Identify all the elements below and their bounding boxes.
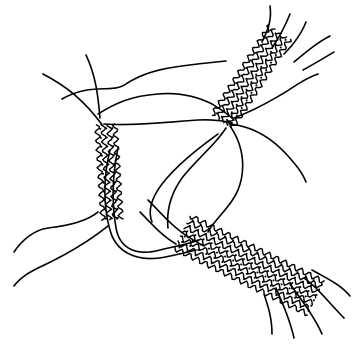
lattice-dot bbox=[264, 275, 266, 277]
chain-strand bbox=[312, 270, 350, 296]
lattice-dot bbox=[313, 299, 315, 301]
chain-strand bbox=[104, 120, 232, 125]
crystalline-bundle-left bbox=[95, 123, 123, 220]
lattice-dot bbox=[310, 305, 312, 307]
lattice-dot bbox=[270, 285, 272, 287]
crystalline-bundle-upper-right bbox=[212, 25, 291, 128]
lattice-dot bbox=[305, 295, 307, 297]
chain-strand bbox=[229, 124, 306, 182]
lattice-dot bbox=[241, 107, 243, 109]
lattice-dot bbox=[235, 274, 237, 276]
lattice-dot bbox=[231, 122, 233, 124]
lattice-dot bbox=[197, 249, 199, 251]
lattice-dot bbox=[260, 77, 262, 79]
lattice-dot bbox=[208, 248, 210, 250]
chain-strand bbox=[208, 126, 243, 232]
lattice-dot bbox=[186, 250, 188, 252]
folded-chain bbox=[180, 236, 312, 305]
chain-strand bbox=[62, 61, 226, 99]
lattice-dot bbox=[227, 270, 229, 272]
lattice-dot bbox=[213, 257, 215, 259]
lattice-dot bbox=[256, 271, 258, 273]
lattice-dot bbox=[238, 269, 240, 271]
lattice-dot bbox=[251, 282, 253, 284]
lattice-dot bbox=[291, 302, 293, 304]
chain-strand bbox=[14, 226, 108, 286]
chain-strand bbox=[43, 74, 103, 126]
lattice-dot bbox=[297, 291, 299, 293]
chain-strand bbox=[150, 134, 218, 222]
lattice-dot bbox=[294, 297, 296, 299]
lattice-dot bbox=[181, 241, 183, 243]
lattice-dot bbox=[286, 293, 288, 295]
lattice-dot bbox=[251, 92, 253, 94]
lattice-dot bbox=[278, 289, 280, 291]
lattice-dot bbox=[240, 264, 242, 266]
chain-strand bbox=[168, 128, 226, 228]
lattice-dot bbox=[275, 54, 277, 56]
lattice-dot bbox=[192, 240, 194, 242]
lattice-dot bbox=[300, 306, 302, 308]
lattice-dot bbox=[216, 252, 218, 254]
lattice-dot bbox=[270, 62, 272, 64]
chain-strand bbox=[303, 52, 334, 70]
folded-chain bbox=[182, 231, 316, 298]
lattice-dot bbox=[243, 278, 245, 280]
lattice-dot bbox=[246, 99, 248, 101]
lattice-dot bbox=[205, 253, 207, 255]
lattice-dot bbox=[221, 261, 223, 263]
lattice-dot bbox=[195, 254, 197, 256]
lattice-dot bbox=[283, 298, 285, 300]
lattice-dot bbox=[275, 294, 277, 296]
lattice-dot bbox=[232, 260, 234, 262]
folded-chain bbox=[226, 37, 287, 126]
lattice-dot bbox=[189, 245, 191, 247]
chain-strand bbox=[284, 22, 306, 54]
lattice-dot bbox=[259, 286, 261, 288]
chain-strand bbox=[264, 294, 272, 334]
lattice-dot bbox=[265, 69, 267, 71]
lattice-dot bbox=[254, 277, 256, 279]
lattice-dot bbox=[262, 281, 264, 283]
lattice-dot bbox=[236, 115, 238, 117]
lattice-dot bbox=[281, 283, 283, 285]
lattice-dot bbox=[184, 236, 186, 238]
lattice-dot bbox=[224, 256, 226, 258]
lattice-dot bbox=[219, 266, 221, 268]
lattice-dot bbox=[248, 267, 250, 269]
chain-strand bbox=[14, 212, 98, 252]
lattice-dot bbox=[302, 301, 304, 303]
chain-strand bbox=[276, 288, 294, 338]
lattice-dot bbox=[230, 265, 232, 267]
lattice-dot bbox=[200, 244, 202, 246]
chain-strand bbox=[140, 212, 176, 244]
lattice-dot bbox=[255, 84, 257, 86]
lattice-dot bbox=[203, 258, 205, 260]
lattice-dot bbox=[280, 46, 282, 48]
lattice-dot bbox=[246, 273, 248, 275]
lattice-dot bbox=[273, 279, 275, 281]
chain-strand bbox=[148, 200, 204, 246]
lattice-dot bbox=[285, 39, 287, 41]
lattice-dot bbox=[178, 246, 180, 248]
lattice-dot bbox=[267, 290, 269, 292]
lattice-dot bbox=[289, 287, 291, 289]
lattice-dot bbox=[211, 262, 213, 264]
lattice-dot bbox=[308, 310, 310, 312]
